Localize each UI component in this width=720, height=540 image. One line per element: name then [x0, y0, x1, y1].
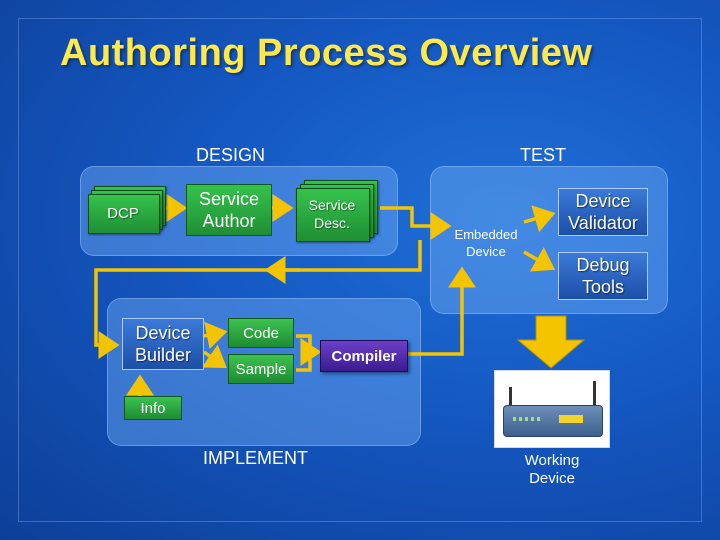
- arrow-code-to-compiler: [296, 334, 322, 366]
- service-desc-stack: Service Desc.: [296, 180, 380, 242]
- service-author-tool[interactable]: Service Author: [186, 184, 272, 236]
- service-desc-label: Service Desc.: [308, 197, 356, 231]
- info-doc[interactable]: Info: [124, 396, 182, 420]
- router-leds: [513, 417, 543, 421]
- embedded-device-label: Embedded Device: [454, 227, 518, 259]
- device-builder-tool[interactable]: Device Builder: [122, 318, 204, 370]
- debug-tools-tool[interactable]: Debug Tools: [558, 252, 648, 300]
- code-doc[interactable]: Code: [228, 318, 294, 348]
- slide-frame: [18, 18, 702, 522]
- working-device-label: Working Device: [524, 452, 580, 487]
- arrow-feedback-loop: [94, 240, 422, 359]
- router-body: [503, 405, 603, 437]
- arrow-sample-to-compiler: [296, 356, 312, 372]
- arrow-embedded-to-debug: [523, 247, 556, 272]
- arrow-compiler-to-test: [408, 266, 476, 356]
- dcp-label: DCP: [107, 204, 139, 222]
- page-title: Authoring Process Overview: [60, 32, 593, 74]
- arrow-embedded-to-validator: [523, 205, 556, 233]
- router-badge: [559, 415, 583, 423]
- info-label: Info: [140, 399, 166, 417]
- debug-tools-label: Debug Tools: [576, 255, 630, 297]
- device-builder-label: Device Builder: [134, 323, 192, 365]
- arrow-builder-to-code: [203, 321, 228, 350]
- compiler-label: Compiler: [331, 347, 397, 365]
- test-label: TEST: [520, 145, 567, 165]
- service-author-label: Service Author: [198, 189, 260, 231]
- code-label: Code: [243, 324, 279, 342]
- router-icon: [503, 381, 603, 439]
- compiler-box[interactable]: Compiler: [320, 340, 408, 372]
- device-validator-label: Device Validator: [568, 191, 638, 233]
- implement-label: IMPLEMENT: [203, 448, 309, 468]
- arrow-desc-to-test: [380, 206, 452, 240]
- sample-doc[interactable]: Sample: [228, 354, 294, 384]
- router-antenna-right: [593, 381, 596, 409]
- dcp-stack: DCP: [88, 186, 168, 234]
- arrow-builder-to-sample: [201, 344, 227, 369]
- router-antenna-left: [509, 387, 512, 409]
- big-down-arrow: [516, 315, 586, 369]
- device-validator-tool[interactable]: Device Validator: [558, 188, 648, 236]
- sample-label: Sample: [235, 360, 287, 378]
- working-device-picture: [494, 370, 610, 448]
- design-label: DESIGN: [196, 145, 266, 165]
